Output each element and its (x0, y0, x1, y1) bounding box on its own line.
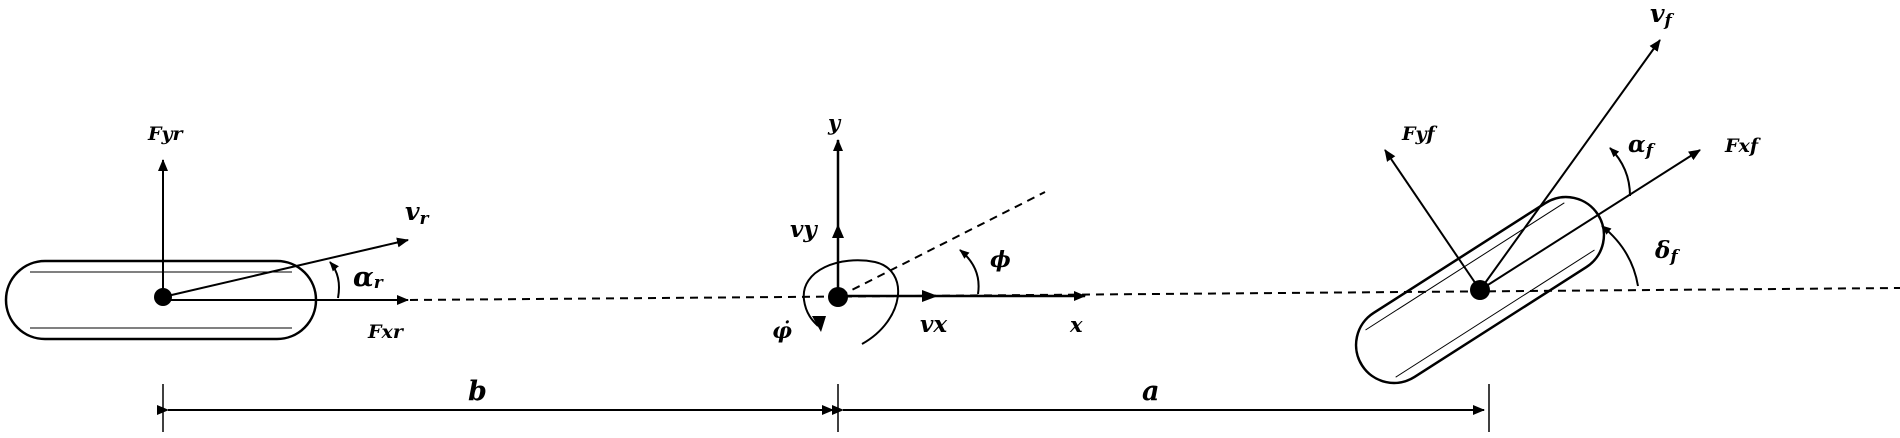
yaw-rate-label: φ̇ (772, 318, 792, 344)
front-lateral-force-arrow (1384, 149, 1481, 291)
yaw-rate-curve (802, 259, 900, 345)
front-steer-angle-arc (1601, 225, 1639, 287)
rear-distance-label: b (468, 376, 487, 407)
vehicle-centerline (409, 287, 1900, 301)
front-slip-angle-arc (1609, 147, 1631, 197)
front-distance-label: a (1142, 376, 1160, 407)
rear-velocity-subscript: r (420, 209, 430, 229)
front-wheel (1354, 39, 1701, 385)
yaw-rate-arrowhead (812, 316, 826, 332)
rear-wheel (4, 159, 409, 341)
front-velocity-subscript: f (1664, 11, 1675, 31)
front-lateral-force-label: Fyf (1401, 123, 1438, 145)
rear-velocity-label: vr (405, 197, 430, 229)
front-steer-angle-label: δf (1654, 237, 1680, 267)
rear-slip-angle-symbol: α (353, 262, 374, 293)
heading-angle-arc (959, 249, 980, 295)
rear-velocity-symbol: v (405, 197, 420, 226)
vx-label: vx (920, 311, 947, 338)
y-axis-label: y (827, 110, 842, 135)
front-slip-angle-subscript: f (1645, 141, 1656, 161)
rear-slip-angle-label: αr (353, 262, 384, 293)
heading-reference-line (839, 191, 1046, 297)
front-slip-angle-symbol: α (1628, 131, 1646, 158)
front-slip-angle-label: αf (1628, 131, 1656, 161)
front-longitudinal-force-label: Fxf (1724, 135, 1761, 157)
rear-lateral-force-label: Fyr (147, 123, 185, 145)
cog-point (828, 287, 848, 307)
front-velocity-label: vf (1650, 0, 1675, 31)
x-axis-label: x (1069, 312, 1083, 337)
front-steer-angle-symbol: δ (1654, 237, 1670, 264)
vy-label: vy (790, 216, 818, 243)
front-steer-angle-subscript: f (1669, 247, 1680, 267)
front-tire-tread-bottom (1395, 249, 1595, 378)
vx-arrowhead (922, 290, 938, 302)
heading-angle-label: ϕ (990, 247, 1011, 273)
rear-slip-angle-arc (329, 261, 340, 299)
rear-longitudinal-force-label: Fxr (367, 321, 405, 343)
center-of-gravity (802, 139, 1086, 345)
front-velocity-arrow (1479, 39, 1661, 291)
vy-arrowhead (832, 224, 844, 238)
front-longitudinal-force-arrow (1479, 149, 1701, 291)
dimension-lines (157, 384, 1490, 432)
rear-velocity-arrow (162, 237, 409, 298)
front-velocity-symbol: v (1650, 0, 1665, 28)
rear-slip-angle-subscript: r (374, 273, 384, 293)
